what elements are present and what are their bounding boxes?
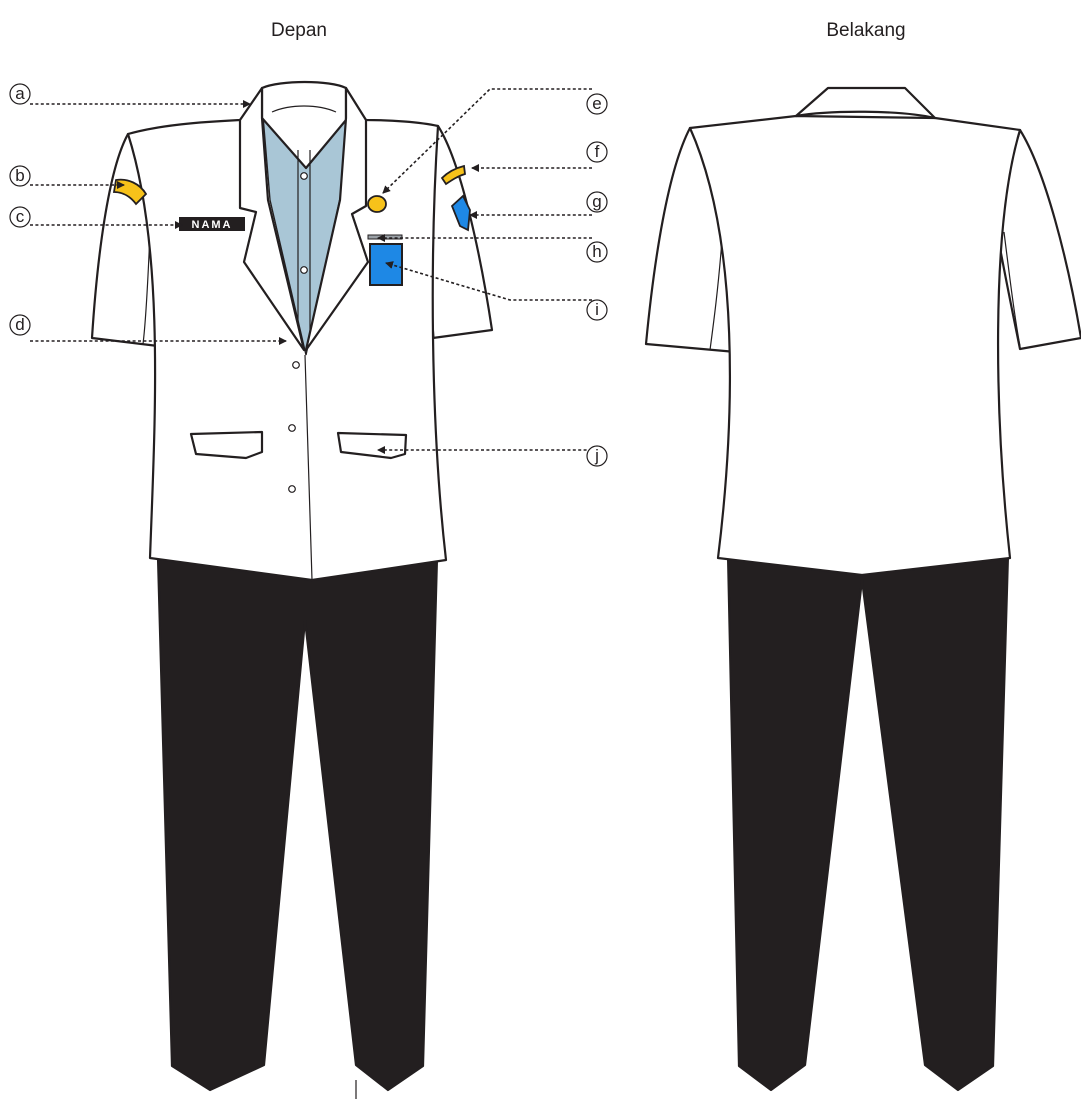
- back-jacket-body: [690, 116, 1020, 575]
- front-view: NAMA: [92, 82, 492, 1099]
- name-tag-text: NAMA: [192, 219, 233, 231]
- round-badge: [368, 196, 386, 212]
- jacket-button-2: [289, 425, 296, 432]
- back-collar: [796, 88, 935, 118]
- callout-e-label: e: [592, 94, 601, 113]
- shirt-button-2: [301, 267, 308, 274]
- shirt-button-1: [301, 173, 308, 180]
- blue-rectangle-badge: [370, 244, 402, 285]
- jacket-button-1: [293, 362, 300, 369]
- callout-g-label: g: [592, 192, 601, 211]
- callout-a-label: a: [15, 84, 25, 103]
- jacket-button-3: [289, 486, 296, 493]
- back-view: [646, 88, 1081, 1090]
- left-pocket-flap: [191, 432, 262, 458]
- callout-c-label: c: [16, 207, 25, 226]
- callout-h-label: h: [592, 242, 601, 261]
- back-trousers: [728, 555, 1008, 1090]
- back-view-title: Belakang: [826, 20, 905, 41]
- callout-b-label: b: [15, 166, 24, 185]
- callout-d-label: d: [15, 315, 24, 334]
- front-trousers: [158, 558, 437, 1090]
- front-view-title: Depan: [271, 20, 327, 41]
- callout-f-label: f: [595, 142, 600, 161]
- callout-i-label: i: [595, 300, 599, 319]
- callout-j-label: j: [594, 446, 599, 465]
